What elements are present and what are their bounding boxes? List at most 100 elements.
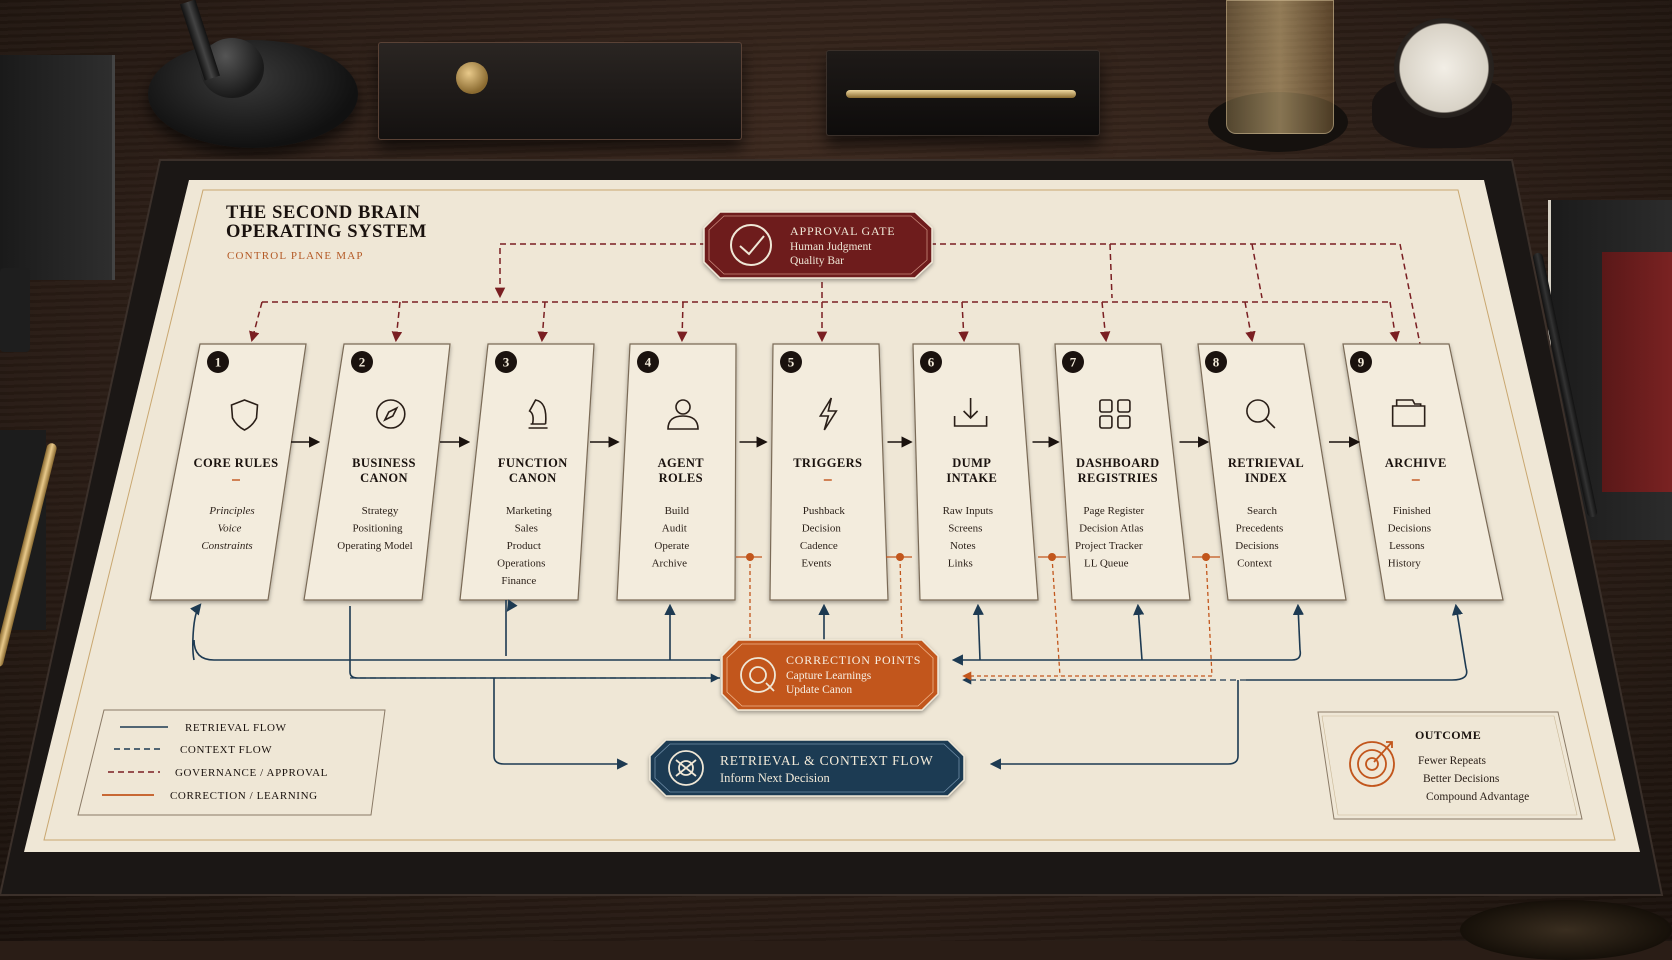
check-circle-icon <box>730 224 772 266</box>
stage-item: Build <box>665 505 690 517</box>
stage-card-frame <box>912 343 1039 601</box>
retrieval-flow-line1: Inform Next Decision <box>720 771 830 785</box>
stage-badge <box>1350 351 1372 373</box>
governance-lines <box>249 243 1421 345</box>
grid-icon <box>1099 399 1131 429</box>
stage-item: Product <box>507 540 541 552</box>
stage-title: DASHBOARD <box>1076 456 1159 470</box>
target-arrow-icon <box>1349 741 1395 787</box>
stage-item: Cadence <box>800 540 838 552</box>
stage-number: 7 <box>1070 355 1077 370</box>
stage-card-frame <box>1342 343 1504 601</box>
archive-box-icon <box>1391 399 1426 427</box>
stage-item: Context <box>1237 558 1272 570</box>
stage-item: Operating Model <box>337 540 412 552</box>
stage-number: 6 <box>928 355 935 370</box>
stage-item: Operate <box>654 540 689 552</box>
stage-item: Decisions <box>1235 540 1278 552</box>
correction-points-line1: Capture Learnings <box>786 670 872 682</box>
stage-number: 2 <box>359 355 366 370</box>
stage-item: LL Queue <box>1084 558 1129 570</box>
stage-item: Links <box>948 558 973 570</box>
download-tray-icon <box>953 398 988 427</box>
stage-badge <box>207 351 229 373</box>
stage-item: Finished <box>1393 505 1431 517</box>
stage-card-2[interactable]: 2BUSINESSCANONStrategyPositioningOperati… <box>303 343 451 601</box>
legend: RETRIEVAL FLOW CONTEXT FLOW GOVERNANCE /… <box>77 709 386 816</box>
correction-points[interactable] <box>721 639 939 711</box>
magnifier-icon <box>1246 399 1276 429</box>
stage-title: INDEX <box>1245 471 1287 485</box>
approval-gate-title: APPROVAL GATE <box>790 224 895 238</box>
stage-item: Marketing <box>506 505 552 517</box>
stage-card-frame <box>459 343 595 601</box>
title-line-1: THE SECOND BRAIN <box>226 203 421 223</box>
stage-item: Principles <box>208 505 254 517</box>
stage-item: Positioning <box>352 523 403 535</box>
correction-points-title: CORRECTION POINTS <box>786 653 921 667</box>
retrieval-context-flow[interactable] <box>649 739 965 797</box>
lightning-icon <box>818 397 838 431</box>
stage-item: Sales <box>515 523 538 535</box>
stage-item: Search <box>1247 505 1277 517</box>
stage-card-frame <box>1054 343 1191 601</box>
loop-arrow-icon <box>740 657 776 693</box>
legend-label-governance: GOVERNANCE / APPROVAL <box>175 767 328 779</box>
stage-item: Finance <box>501 575 536 587</box>
stage-item: Operations <box>497 558 545 570</box>
stage-title: DUMP <box>952 456 991 470</box>
stage-number: 8 <box>1213 355 1220 370</box>
stage-title: FUNCTION <box>498 456 568 470</box>
shield-icon <box>230 399 259 431</box>
stage-item: Archive <box>652 558 688 570</box>
legend-label-retrieval: RETRIEVAL FLOW <box>185 722 287 734</box>
stage-badge <box>780 351 802 373</box>
stage-item: Lessons <box>1389 540 1424 552</box>
stage-card-frame <box>149 343 307 601</box>
stage-item: Page Register <box>1083 505 1144 517</box>
stage-item: Raw Inputs <box>943 505 993 517</box>
title-line-2: OPERATING SYSTEM <box>226 222 427 242</box>
correction-junctions <box>746 553 1210 561</box>
context-lines <box>350 673 1246 685</box>
stage-item: Notes <box>950 540 976 552</box>
stage-card-3[interactable]: 3FUNCTIONCANONMarketingSalesProductOpera… <box>459 343 595 601</box>
stage-item: Project Tracker <box>1075 540 1143 552</box>
retrieval-lines <box>190 599 1468 770</box>
desk-clock <box>1394 18 1494 118</box>
stage-item: Screens <box>948 523 982 535</box>
paper-inner-border <box>43 189 1616 841</box>
stage-card-frame <box>1197 343 1347 601</box>
book-stack-left <box>0 55 115 280</box>
stage-title: TRIGGERS <box>793 456 862 470</box>
cycle-icon <box>668 750 704 786</box>
outcome-box <box>1317 711 1583 820</box>
red-book <box>1602 252 1672 492</box>
stage-number: 5 <box>788 355 795 370</box>
stage-title: BUSINESS <box>352 456 416 470</box>
stage-title: AGENT <box>658 456 705 470</box>
stage-badge <box>351 351 373 373</box>
stage-card-frame <box>303 343 451 601</box>
stage-title: ROLES <box>659 471 703 485</box>
stage-number: 3 <box>503 355 510 370</box>
stage-item: Events <box>801 558 831 570</box>
outcome-item-3: Compound Advantage <box>1426 791 1529 803</box>
stage-title: CORE RULES <box>194 456 279 470</box>
stage-card-8[interactable]: 8RETRIEVALINDEXSearchPrecedentsDecisions… <box>1197 343 1347 601</box>
stage-item: Decision Atlas <box>1079 523 1143 535</box>
approval-gate-line1: Human Judgment <box>790 241 872 253</box>
stage-item: Precedents <box>1236 523 1284 535</box>
stage-item: Constraints <box>201 540 252 552</box>
correction-points-line2: Update Canon <box>786 684 852 696</box>
compass-icon <box>375 399 406 429</box>
leather-box <box>378 42 742 140</box>
